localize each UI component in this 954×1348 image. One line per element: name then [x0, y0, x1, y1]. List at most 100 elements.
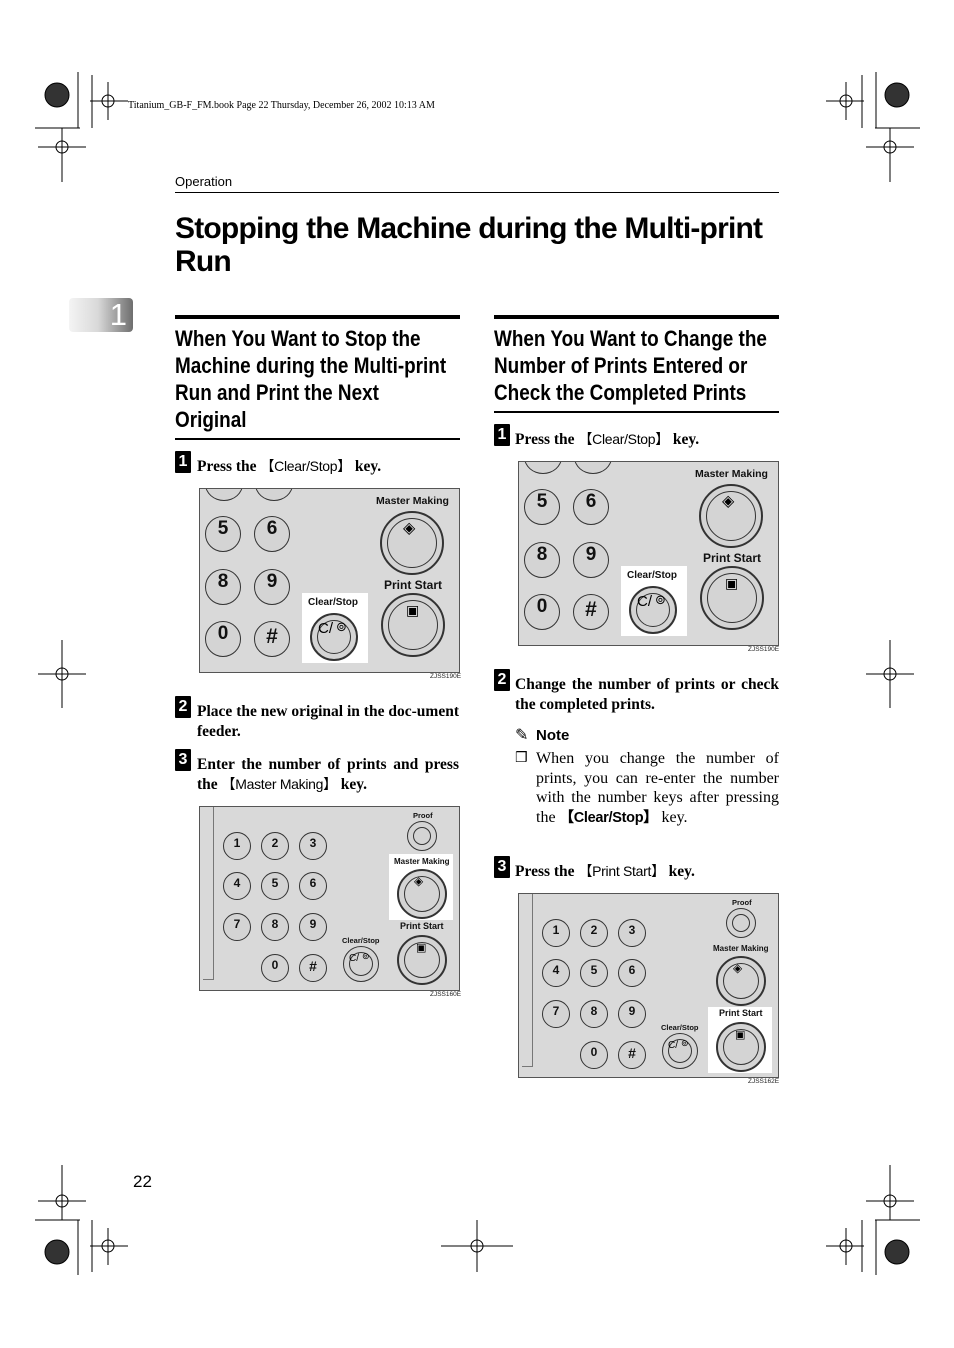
- clear-stop-label: Clear/Stop: [627, 570, 678, 581]
- master-making-label: Master Making: [376, 495, 449, 507]
- figure-code: ZJSS190E: [748, 646, 780, 653]
- number-key-0: 0: [261, 954, 289, 982]
- figure-code: ZJSS190E: [430, 673, 462, 680]
- number-key-6: 6: [299, 872, 327, 900]
- step-text: Change the number of prints or check the…: [515, 676, 779, 713]
- step-text: Enter the number of prints and press the…: [197, 755, 459, 794]
- diamond-icon: ◈: [722, 491, 735, 510]
- clear-icon: C/: [637, 593, 652, 610]
- step-number: 3: [494, 856, 510, 878]
- number-key-8: 8: [524, 542, 560, 578]
- left-section-title-line: Original: [175, 407, 247, 432]
- right-section-title-line: Check the Completed Prints: [494, 380, 747, 405]
- number-key-5: 5: [261, 872, 289, 900]
- print-start-button: [397, 935, 447, 985]
- master-making-label: Master Making: [695, 468, 768, 480]
- proof-button: [407, 821, 437, 851]
- left-section-title-line: When You Want to Stop the: [175, 326, 421, 351]
- book-info-line: Titanium_GB-F_FM.book Page 22 Thursday, …: [128, 100, 435, 111]
- print-start-label: Print Start: [384, 578, 443, 592]
- step-text-post: key.: [664, 863, 695, 880]
- number-key-9: 9: [573, 542, 609, 578]
- step-number: 1: [494, 424, 510, 446]
- number-key-7: 7: [542, 1000, 570, 1028]
- step-text-post: key.: [350, 458, 382, 475]
- checkbox-bullet-icon: ❒: [515, 750, 528, 766]
- step-text: Press the 【Print Start】 key.: [515, 862, 779, 882]
- number-key-5: 5: [524, 489, 560, 525]
- number-key-9: 9: [299, 913, 327, 941]
- chapter-tab-number: 1: [109, 297, 127, 332]
- running-header: Operation: [175, 174, 233, 189]
- right-section-title-line: When You Want to Change the: [494, 326, 767, 351]
- note-text-pre: When you change the number of prints, yo…: [536, 750, 779, 826]
- right-section-bottom-rule: [494, 411, 779, 413]
- diamond-icon: ◈: [733, 961, 743, 975]
- number-key-3: 3: [299, 832, 327, 860]
- step-text-pre: Press the: [515, 863, 579, 880]
- number-key-2: 2: [261, 832, 289, 860]
- page-title: Stopping the Machine during the Multi-pr…: [175, 212, 763, 278]
- master-making-button: [397, 869, 447, 919]
- master-making-label: Master Making: [394, 857, 450, 866]
- step-number: 2: [175, 696, 191, 718]
- left-section-title: When You Want to Stop the Machine during…: [175, 325, 490, 433]
- control-panel-figure: 5 6 8 9 0 # Master Making ◈ Print Start …: [199, 488, 460, 673]
- clear-icon: C/: [318, 620, 333, 637]
- figure-code: ZJSS162E: [748, 1078, 780, 1085]
- master-making-button: [699, 484, 763, 548]
- clear-icon: C/: [668, 1040, 678, 1051]
- number-key-9: 9: [618, 1000, 646, 1028]
- left-section-bottom-rule: [175, 438, 460, 440]
- partial-key: [205, 489, 243, 501]
- number-key-1: 1: [542, 919, 570, 947]
- note-text-post: key.: [657, 808, 688, 826]
- number-key-6: 6: [573, 489, 609, 525]
- number-key-0: 0: [205, 621, 241, 657]
- diamond-icon: ◈: [414, 874, 424, 888]
- clear-stop-button: [662, 1033, 698, 1069]
- note-text: When you change the number of prints, yo…: [536, 749, 779, 828]
- start-icon: ▣: [406, 603, 420, 619]
- panel-edge: [522, 894, 533, 1067]
- number-key-0: 0: [524, 594, 560, 630]
- print-start-key-label: 【Print Start】: [578, 863, 665, 879]
- stop-icon: ⊚: [336, 620, 347, 635]
- number-key-6: 6: [618, 959, 646, 987]
- hash-key: #: [299, 954, 327, 982]
- step-text: Press the 【Clear/Stop】 key.: [515, 430, 779, 450]
- print-start-label: Print Start: [400, 921, 444, 931]
- number-key-7: 7: [223, 913, 251, 941]
- master-making-label: Master Making: [713, 944, 769, 953]
- left-section-title-line: Run and Print the Next: [175, 380, 379, 405]
- master-making-key-label: 【Master Making】: [221, 775, 338, 792]
- number-key-5: 5: [580, 959, 608, 987]
- stop-icon: ⊚: [362, 952, 370, 962]
- number-key-8: 8: [205, 569, 241, 605]
- clear-stop-button: [343, 946, 379, 982]
- partial-key: [255, 489, 293, 501]
- step-number: 3: [175, 749, 191, 771]
- step-text-post: key.: [336, 775, 368, 793]
- proof-label: Proof: [732, 898, 752, 907]
- chapter-tab: 1: [69, 297, 133, 332]
- clear-stop-key-label: 【Clear/Stop】: [559, 809, 658, 826]
- step-text-pre: Press the: [515, 431, 579, 448]
- hash-key: #: [573, 594, 609, 630]
- partial-key: [574, 462, 612, 474]
- number-key-6: 6: [254, 516, 290, 552]
- step-text: Place the new original in the doc-ument …: [197, 703, 459, 740]
- diamond-icon: ◈: [403, 518, 416, 537]
- number-key-0: 0: [580, 1041, 608, 1069]
- clear-stop-label: Clear/Stop: [661, 1023, 699, 1032]
- start-icon: ▣: [416, 941, 427, 954]
- print-start-label: Print Start: [703, 551, 762, 565]
- step-text-pre: Enter the number of prints and press the: [197, 756, 459, 793]
- master-making-button: [380, 511, 444, 575]
- print-start-button: [381, 593, 445, 657]
- control-panel-figure: 1 2 3 4 5 6 7 8 9 0 # Proof Master Makin…: [518, 893, 779, 1078]
- step-number: 1: [175, 451, 191, 473]
- header-rule: [175, 192, 779, 193]
- hash-key: #: [254, 621, 290, 657]
- number-key-3: 3: [618, 919, 646, 947]
